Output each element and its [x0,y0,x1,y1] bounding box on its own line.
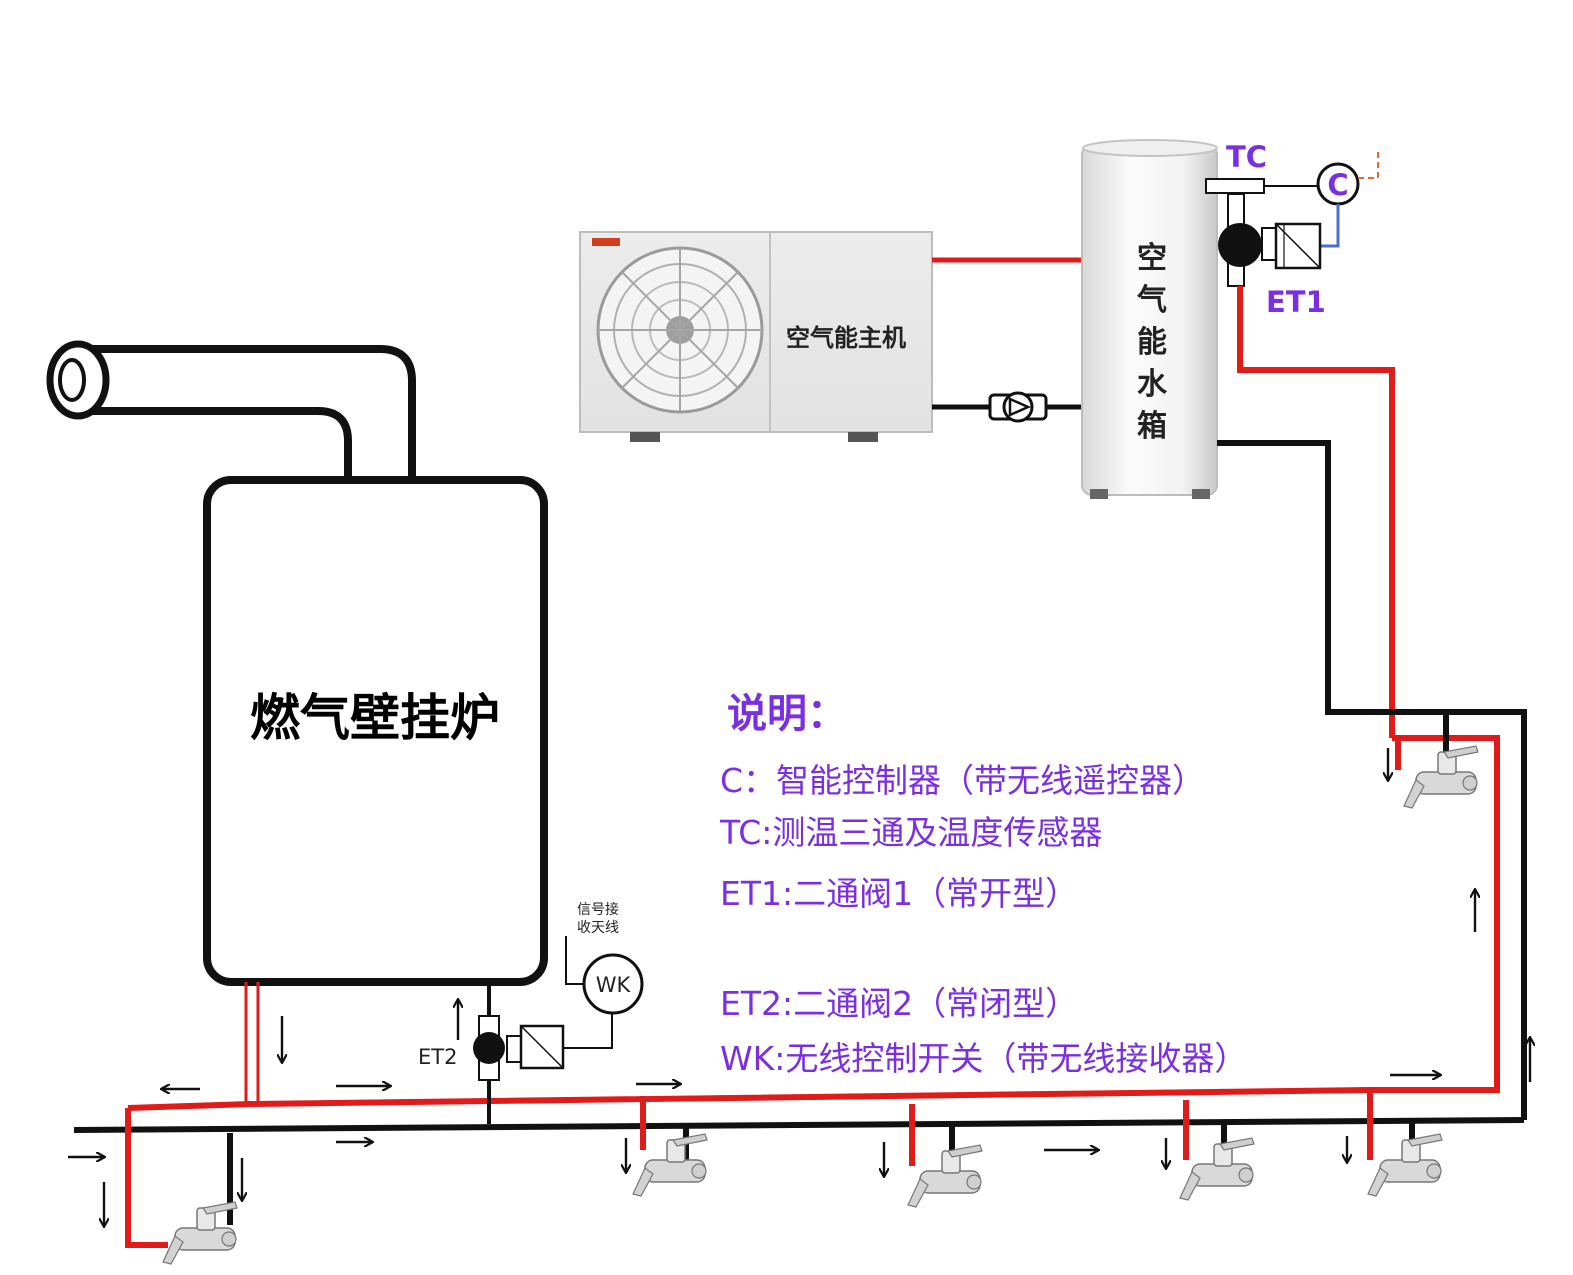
controller-power-wire [1358,150,1379,179]
antenna-label-line1: 信号接 [577,901,619,918]
svg-text:能: 能 [1137,325,1167,360]
tank-hot-outlet-pipe [1237,286,1395,738]
circulation-pump-icon [988,391,1048,423]
legend-title: 说明： [727,691,847,737]
tc-label: TC [1226,140,1267,174]
water-tank [1081,139,1218,499]
et2-label: ET2 [418,1045,457,1069]
legend-item-c: C：智能控制器（带无线遥控器） [720,761,1205,800]
legend-item-et1: ET1:二通阀1（常开型） [720,874,1078,913]
wk-wire [563,1004,613,1049]
legend-item-wk: WK:无线控制开关（带无线接收器） [720,1039,1247,1078]
tank-label: 空 气 能 水 箱 [1137,241,1168,444]
boiler-label: 燃气壁挂炉 [250,689,500,747]
et1-valve-icon [1218,193,1322,287]
sensor-wire [1318,204,1340,248]
wk-label: WK [596,973,632,997]
svg-text:箱: 箱 [1137,409,1167,444]
legend: 说明： C：智能控制器（带无线遥控器） TC:测温三通及温度传感器 ET1:二通… [719,691,1247,1078]
tank-cold-inlet-pipe [1217,440,1527,1120]
boiler-flue [46,340,416,478]
faucet-icon [1179,1137,1255,1201]
et2-valve-icon [473,1015,565,1081]
faucet-icon [907,1144,983,1208]
left-hot-branch [125,1108,168,1248]
antenna-label-line2: 收天线 [577,920,619,936]
heat-pump-unit: 空气能主机 [579,231,933,442]
faucet-icon [1367,1133,1443,1197]
main-hot-line [127,1087,1371,1111]
et1-label: ET1 [1266,285,1326,319]
svg-text:气: 气 [1137,283,1167,318]
faucet-icon [162,1201,238,1265]
main-cold-line [73,1117,1525,1133]
flow-arrows [68,748,1530,1226]
gas-boiler [203,476,548,986]
svg-text:空: 空 [1137,241,1167,276]
fan-icon [596,246,764,414]
antenna-wire [565,936,586,985]
wk-switch-icon: WK [582,953,644,1015]
controller-icon: C [1316,162,1360,206]
legend-item-et2: ET2:二通阀2（常闭型） [720,984,1078,1023]
heat-pump-label: 空气能主机 [786,324,906,352]
legend-item-tc: TC:测温三通及温度传感器 [719,813,1102,852]
controller-label: C [1327,168,1348,202]
svg-text:水: 水 [1137,367,1168,402]
faucet-icon [1403,745,1479,809]
tc-tee-sensor-icon [1205,178,1318,194]
